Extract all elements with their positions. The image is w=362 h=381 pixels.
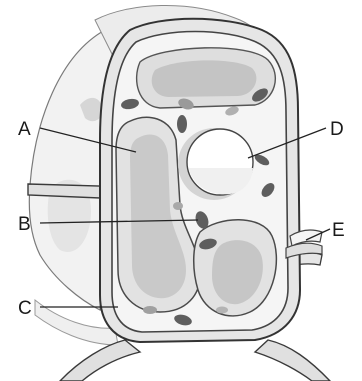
- label-d: D: [330, 119, 344, 140]
- label-e: E: [332, 220, 345, 241]
- chloroplast: [216, 307, 228, 314]
- label-c: C: [18, 298, 32, 319]
- chloroplast: [173, 202, 183, 210]
- label-a: A: [18, 119, 31, 140]
- chloroplast: [143, 306, 157, 314]
- bottom-right-wall: [255, 340, 330, 381]
- vacuole-d: [178, 128, 253, 200]
- label-b: B: [18, 214, 31, 235]
- bottom-right-organelle: [194, 220, 277, 316]
- left-adjacent-wall: [28, 184, 100, 198]
- bottom-left-wall: [60, 340, 140, 381]
- chloroplast: [177, 115, 187, 133]
- top-organelle-inner: [152, 60, 257, 97]
